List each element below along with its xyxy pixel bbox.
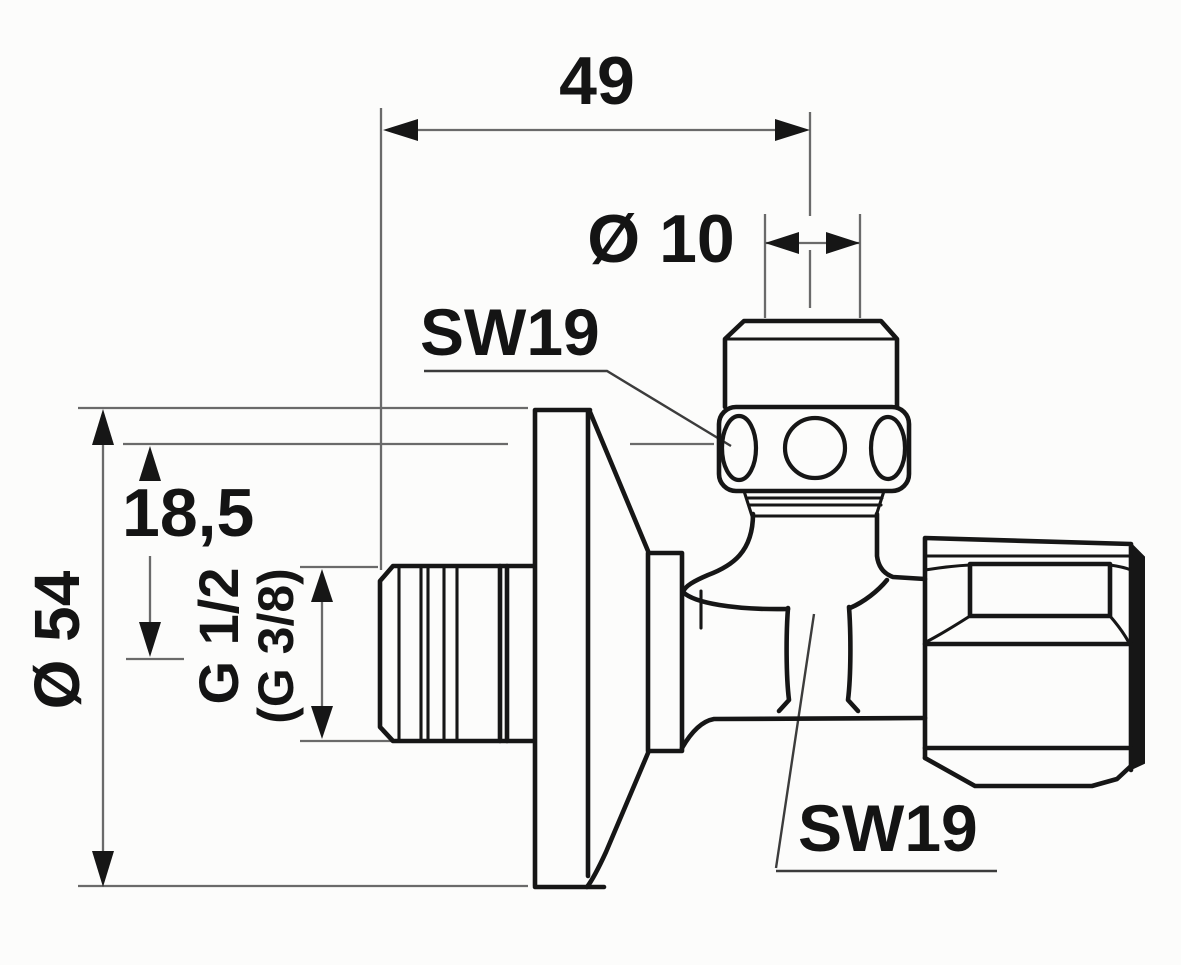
neck-left-edge — [776, 605, 792, 714]
arrowhead-down — [92, 851, 114, 887]
leader-line-sw19-top — [424, 369, 732, 448]
handle-hole-left — [719, 413, 759, 483]
arrowhead-up — [139, 446, 161, 481]
outlet-nut-bottom-chamfer — [922, 755, 1134, 789]
wrench-size-top-label: SW19 — [420, 295, 600, 369]
arrowhead-down — [311, 706, 333, 739]
dimension-49-group — [379, 108, 812, 570]
body-left-profile — [680, 511, 791, 612]
arrowhead-up — [311, 569, 333, 602]
outlet-nut-group — [922, 535, 1145, 789]
arrowhead-up — [92, 409, 114, 445]
knurled-handle — [716, 404, 912, 494]
dimension-diameter-10-label: Ø 10 — [587, 201, 735, 277]
outlet-pipe-bottom — [679, 715, 928, 751]
body-right-shoulder — [874, 511, 928, 582]
outlet-nut-outline — [922, 535, 1134, 773]
dimension-18-5-label: 18,5 — [122, 475, 255, 551]
arrowhead-left — [765, 232, 799, 254]
arrowhead-right — [775, 119, 810, 141]
thread-outline — [377, 563, 537, 744]
arrowhead-down — [139, 622, 161, 657]
body-right-underarc — [847, 577, 890, 611]
dimension-thread-group — [300, 565, 392, 743]
bell-rim — [645, 550, 685, 754]
threaded-outlet-group — [377, 563, 537, 744]
leader-line-sw19-bottom — [774, 613, 997, 873]
wall-plate — [532, 407, 607, 890]
outlet-nut-right-band — [1130, 541, 1145, 771]
bell-cone-top — [587, 409, 651, 554]
handle-hole-center — [782, 415, 848, 481]
valve-body-group — [679, 511, 928, 751]
outlet-nut-facet-lines — [922, 641, 1134, 751]
arrowhead-left — [383, 119, 418, 141]
thread-size-alternate-label: (G 3/8) — [248, 568, 304, 724]
outlet-nut-facet-corners — [923, 563, 1133, 643]
dimension-diameter-10-group — [763, 214, 862, 318]
extension-lines-plate — [78, 406, 528, 888]
neck-right-edge — [845, 604, 861, 714]
dimension-diameter-54-group — [78, 406, 528, 888]
dimension-18-5-group — [123, 442, 714, 661]
dimension-49-label: 49 — [559, 43, 635, 119]
wrench-size-bottom-label: SW19 — [798, 791, 978, 865]
valve-head-group — [716, 318, 912, 518]
outlet-nut-facet-box — [967, 561, 1113, 619]
extension-lines-thread — [300, 565, 392, 743]
handle-hole-right — [868, 414, 908, 482]
bell-cone-bottom — [584, 750, 651, 890]
thread-shank-lines — [497, 563, 510, 744]
wall-plate-group — [532, 407, 685, 890]
thread-size-primary-label: G 1/2 — [186, 567, 250, 705]
thread-relief-lines — [397, 566, 459, 741]
extension-lines-pipe — [763, 214, 862, 318]
dimension-diameter-54-label: Ø 54 — [20, 570, 93, 710]
collar-rings — [742, 489, 886, 518]
top-compression-nut — [722, 318, 900, 410]
arrowhead-right — [826, 232, 860, 254]
